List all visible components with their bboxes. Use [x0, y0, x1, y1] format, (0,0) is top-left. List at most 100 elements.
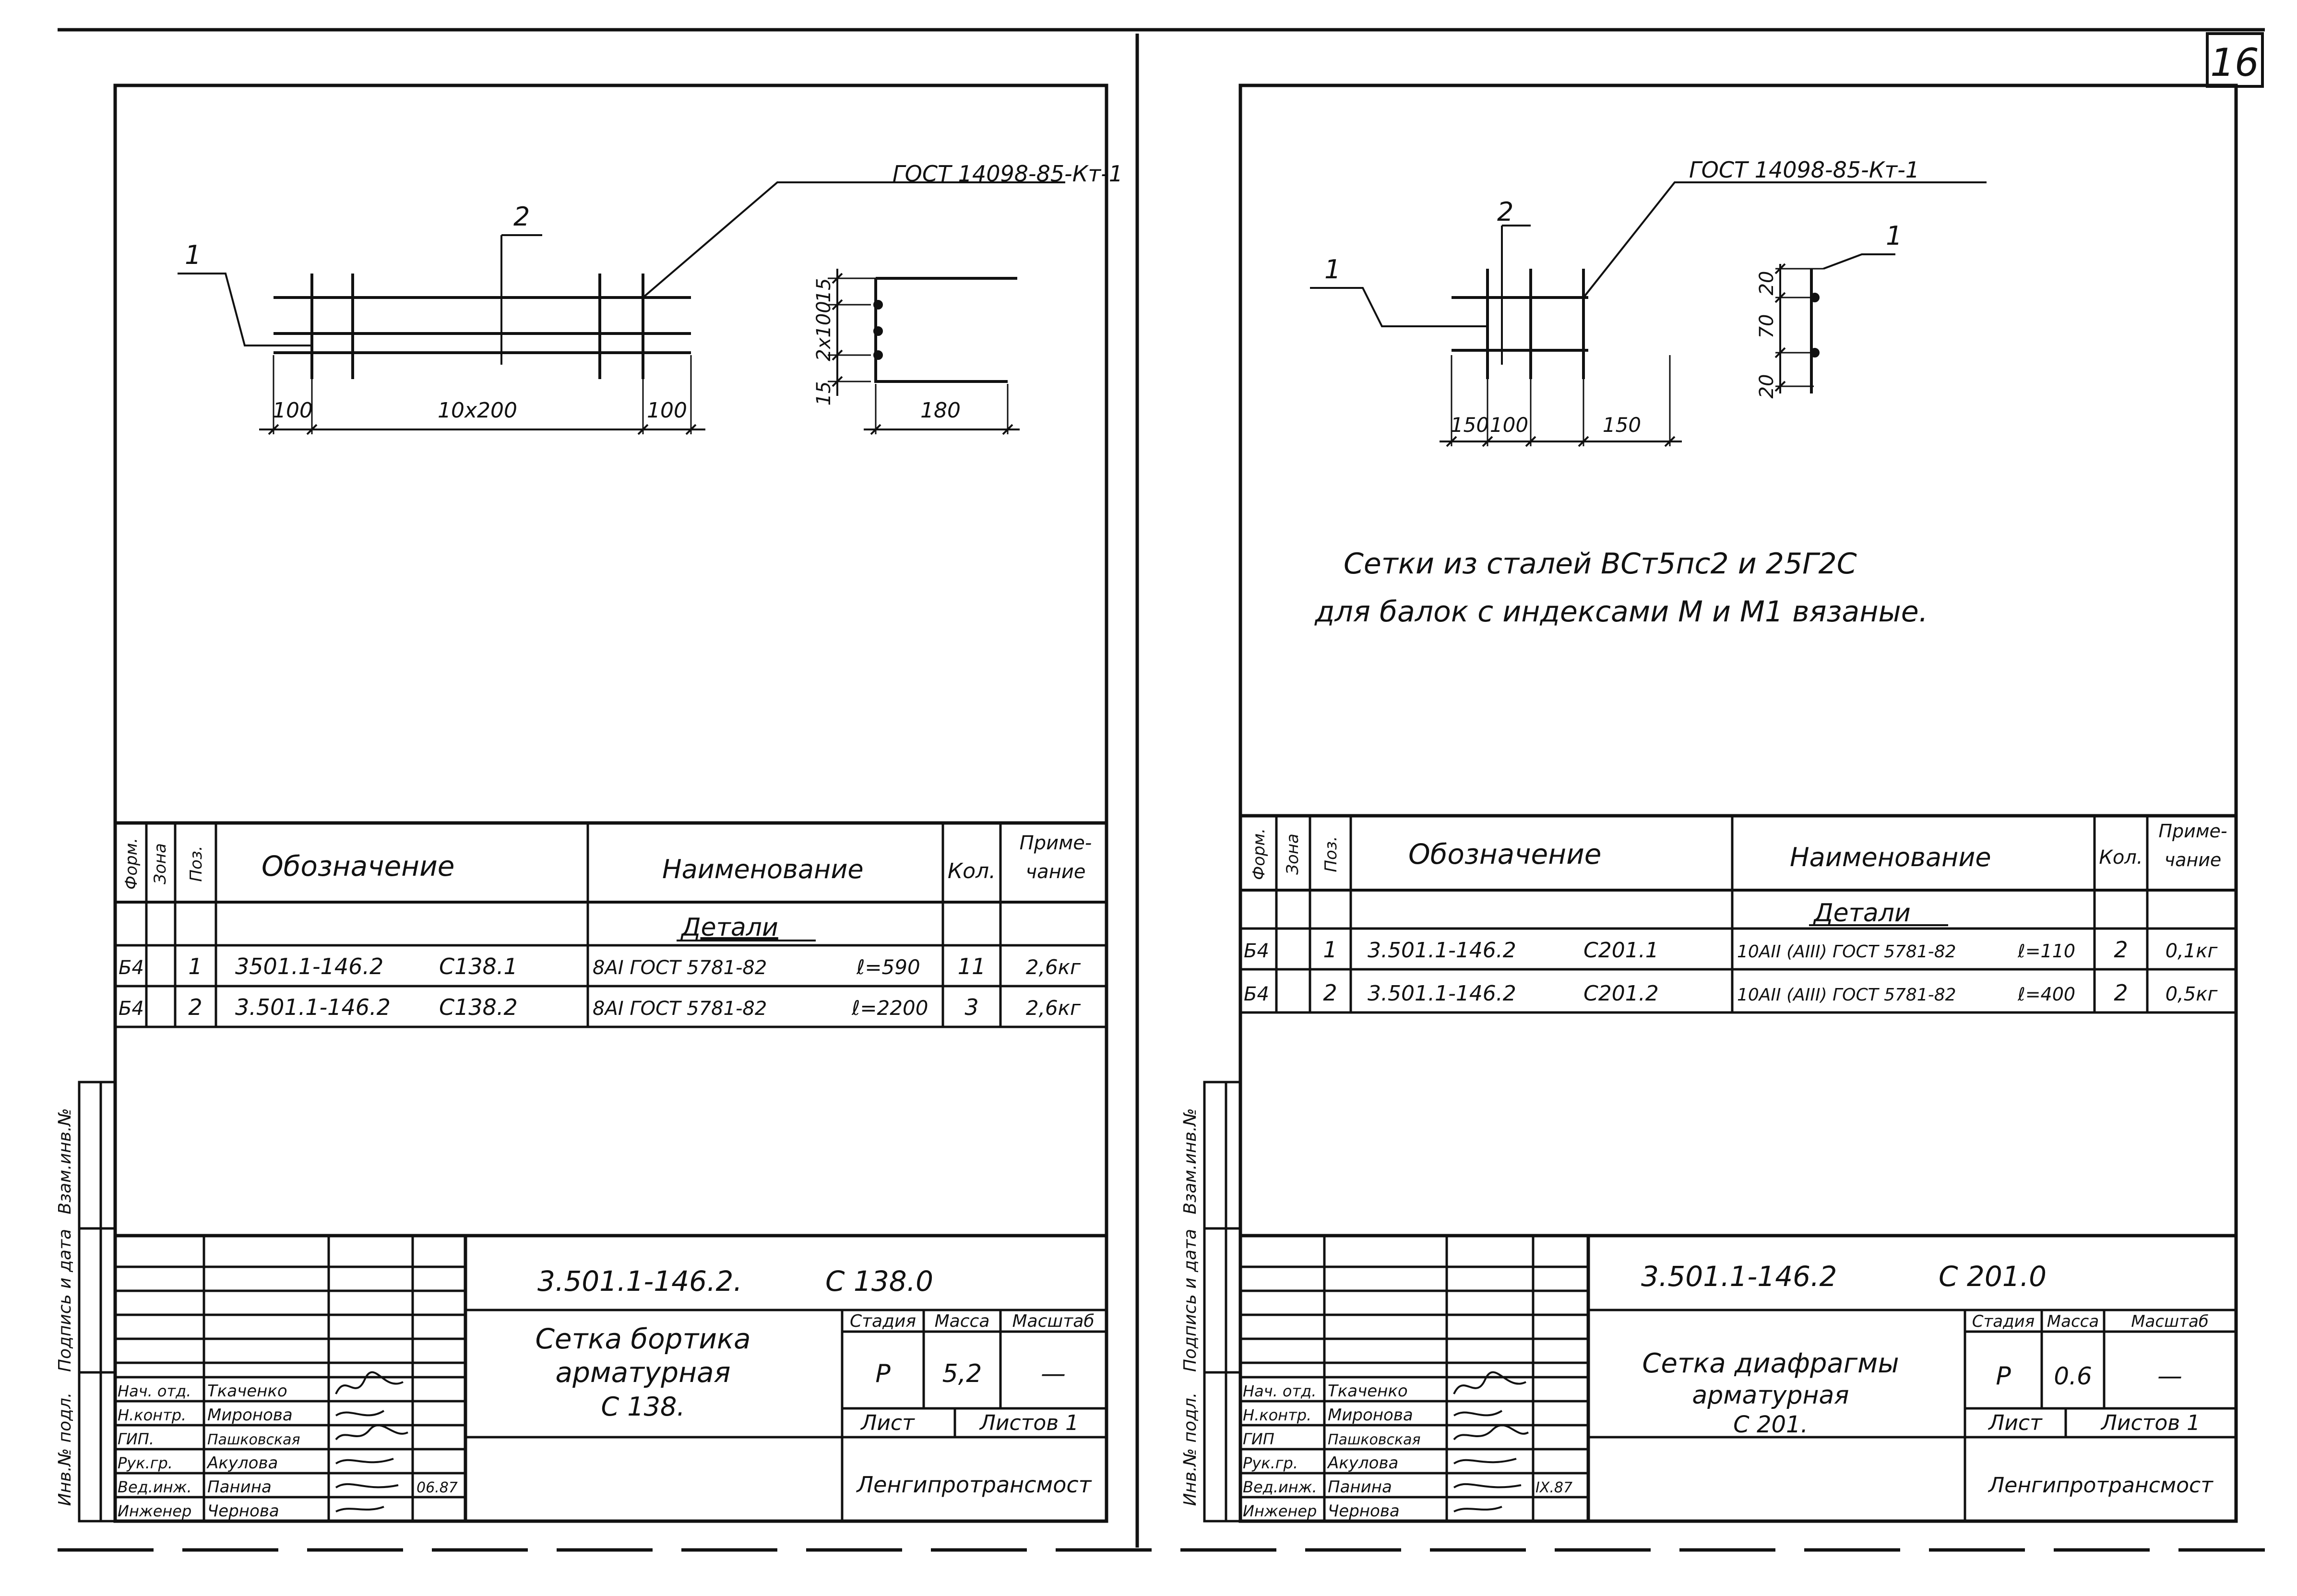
- right-header-prim-1: Приме-: [2158, 821, 2227, 842]
- left-header-naimenovanie: Наименование: [662, 854, 864, 884]
- left-row2-kol: 3: [964, 994, 978, 1020]
- right-side-dim-2: 70: [1756, 314, 1778, 339]
- right-stamp-title-1: Сетка диафрагмы: [1642, 1348, 1899, 1379]
- right-dim-3: 150: [1603, 413, 1641, 437]
- right-dim-1: 150: [1451, 413, 1489, 437]
- left-row2-prim: 2,6кг: [1026, 996, 1081, 1020]
- left-header-prim-2: чание: [1026, 861, 1086, 883]
- left-role-6: Инженер: [118, 1502, 191, 1520]
- right-listov-label: Листов 1: [2100, 1411, 2200, 1435]
- left-role-3: ГИП.: [118, 1430, 154, 1448]
- right-name-2: Миронова: [1328, 1405, 1413, 1425]
- right-row1-poz: 1: [1323, 937, 1337, 963]
- right-header-zona: Зона: [1283, 834, 1302, 875]
- left-header-kol: Кол.: [948, 859, 996, 883]
- left-title-block: [115, 1236, 1107, 1521]
- left-row2-length: ℓ=2200: [851, 996, 928, 1020]
- right-title-block: [1240, 1236, 2236, 1521]
- left-header-prim-1: Приме-: [1020, 832, 1092, 854]
- left-section-dim: 180: [920, 398, 961, 423]
- left-side-dim-1: 15: [813, 278, 835, 303]
- left-row1-prim: 2,6кг: [1026, 955, 1081, 979]
- left-side-dim-2: 2x100: [813, 301, 835, 361]
- left-pos2-label: 2: [513, 202, 530, 232]
- podpis-data-label: Подпись и дата: [55, 1229, 75, 1372]
- right-roles: Нач. отд. Ткаченко Н.контр. Миронова ГИП…: [1243, 1382, 1572, 1521]
- right-list-label: Лист: [1988, 1411, 2043, 1435]
- right-name-4: Акулова: [1327, 1453, 1398, 1473]
- right-massa-label: Масса: [2047, 1312, 2099, 1331]
- right-row2-kol: 2: [2114, 980, 2128, 1006]
- r-podpis-data-label: Подпись и дата: [1180, 1229, 1200, 1372]
- left-row2-code: С138.2: [439, 994, 518, 1020]
- right-row2-length: ℓ=400: [2017, 984, 2075, 1005]
- right-spec-table: [1240, 814, 2236, 1238]
- left-sheet: Взам.инв.№ Подпись и дата Инв.№ подл.: [55, 83, 1123, 1523]
- left-masshtab-value: —: [1041, 1359, 1066, 1388]
- left-row2-format: Б4: [119, 998, 144, 1020]
- left-row1-length: ℓ=590: [856, 955, 920, 979]
- sheet-number-box: 16: [2206, 32, 2264, 88]
- right-stamp-document: 3.501.1-146.2: [1641, 1260, 1837, 1293]
- right-role-5: Вед.инж.: [1243, 1478, 1317, 1496]
- table-row: Б4 1 3.501.1-146.2 С201.1 10АII (АIII) Г…: [1244, 937, 2218, 963]
- right-massa-value: 0.6: [2054, 1362, 2092, 1390]
- left-spec-table: [115, 821, 1107, 1238]
- mesh-plan-drawing: [178, 181, 1065, 435]
- right-row2-format: Б4: [1244, 983, 1269, 1005]
- mesh-section-drawing: [828, 269, 1020, 435]
- right-stadiya-value: Р: [1996, 1362, 2011, 1391]
- inv-podl-label: Инв.№ подл.: [55, 1393, 75, 1506]
- table-row: Б4 1 3501.1-146.2 С138.1 8АI ГОСТ 5781-8…: [119, 953, 1081, 979]
- left-row1-kol: 11: [958, 953, 986, 979]
- left-row1-oboz: 3501.1-146.2: [235, 953, 383, 979]
- right-note-1: Сетки из сталей ВСт5пс2 и 25Г2С: [1344, 547, 1857, 581]
- left-header-zona: Зона: [151, 843, 170, 884]
- left-row2-poz: 2: [188, 994, 202, 1020]
- right-stadiya-label: Стадия: [1972, 1312, 2035, 1331]
- left-stamp-title-2: арматурная: [556, 1356, 731, 1389]
- right-header-poz: Поз.: [1321, 836, 1341, 872]
- left-dim-2: 10x200: [438, 398, 517, 423]
- left-signatures: [335, 1371, 408, 1513]
- right-role-1: Нач. отд.: [1243, 1382, 1316, 1400]
- right-dim-2: 100: [1490, 413, 1528, 437]
- left-list-label: Лист: [860, 1411, 915, 1435]
- right-header-prim-2: чание: [2165, 849, 2222, 870]
- left-stamp-title-1: Сетка бортика: [535, 1322, 750, 1355]
- sheet-number: 16: [2210, 40, 2259, 85]
- left-role-2: Н.контр.: [118, 1406, 186, 1424]
- left-row1-poz: 1: [188, 953, 202, 979]
- right-row1-name: 10АII (АIII) ГОСТ 5781-82: [1737, 942, 1956, 962]
- left-name-1: Ткаченко: [207, 1382, 287, 1401]
- right-role-6: Инженер: [1243, 1502, 1317, 1520]
- right-gost-label: ГОСТ 14098-85-Кт-1: [1689, 157, 1919, 183]
- right-row1-kol: 2: [2114, 937, 2128, 963]
- left-pos1-label: 1: [185, 240, 201, 270]
- left-header-poz: Поз.: [187, 846, 206, 881]
- left-organization: Ленгипротрансмост: [856, 1472, 1092, 1498]
- table-row: Б4 2 3.501.1-146.2 С138.2 8АI ГОСТ 5781-…: [119, 994, 1081, 1020]
- right-pos1-left-label: 1: [1324, 254, 1341, 285]
- left-name-5: Панина: [207, 1477, 272, 1497]
- page-frame: [58, 28, 2265, 1552]
- diaphragm-plan-drawing: [1310, 181, 1987, 447]
- right-row2-poz: 2: [1323, 980, 1337, 1006]
- left-stamp-title-3: С 138.: [601, 1392, 685, 1422]
- right-name-3: Пашковская: [1328, 1431, 1421, 1448]
- left-header-oboznachenie: Обозначение: [262, 850, 454, 882]
- left-section-details: Детали: [680, 913, 778, 942]
- left-stadiya-value: Р: [875, 1359, 891, 1388]
- right-section-details: Детали: [1813, 899, 1911, 928]
- left-row2-oboz: 3.501.1-146.2: [235, 994, 391, 1020]
- left-stamp-code: С 138.0: [825, 1265, 933, 1298]
- right-row1-format: Б4: [1244, 940, 1269, 962]
- right-name-5: Панина: [1328, 1477, 1392, 1497]
- right-row2-name: 10АII (АIII) ГОСТ 5781-82: [1737, 985, 1956, 1005]
- left-roles: Нач. отд. Ткаченко Н.контр. Миронова ГИП…: [118, 1382, 458, 1521]
- left-row1-name: 8АI ГОСТ 5781-82: [593, 957, 767, 979]
- left-gost-label: ГОСТ 14098-85-Кт-1: [893, 161, 1123, 187]
- right-row1-length: ℓ=110: [2017, 941, 2075, 962]
- r-inv-podl-label: Инв.№ подл.: [1180, 1393, 1200, 1506]
